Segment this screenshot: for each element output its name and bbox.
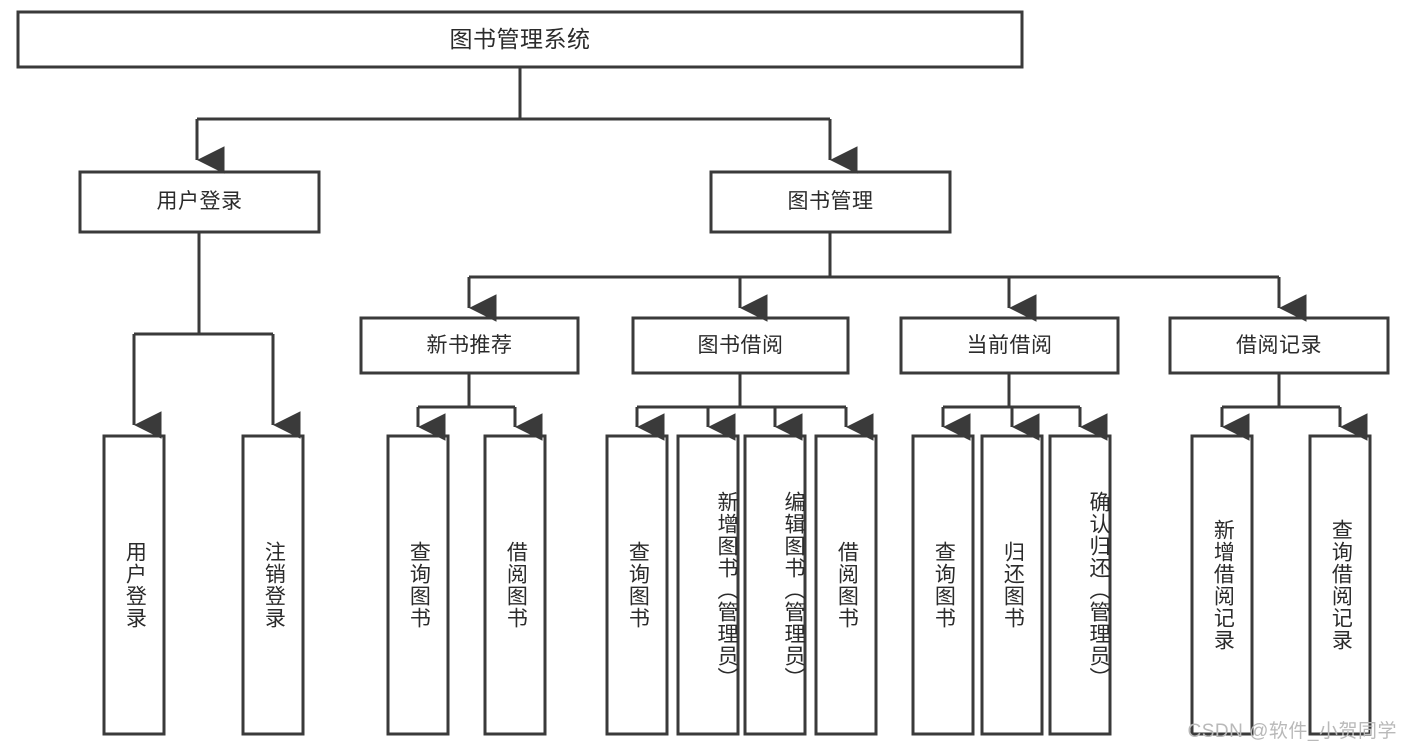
box-leaf-add-book[interactable] — [676, 434, 740, 736]
box-root[interactable] — [16, 10, 1024, 69]
box-leaf-confirm-return[interactable] — [1048, 434, 1112, 736]
box-new-book-recommend[interactable] — [359, 316, 580, 375]
watermark-text: CSDN @软件_小贺同学 — [1187, 721, 1397, 742]
box-current-borrow[interactable] — [899, 316, 1120, 375]
box-leaf-borrow-book-1[interactable] — [483, 434, 547, 736]
box-leaf-edit-book[interactable] — [743, 434, 807, 736]
box-leaf-query-record[interactable] — [1308, 434, 1372, 736]
box-book-borrow[interactable] — [631, 316, 850, 375]
box-leaf-add-record[interactable] — [1190, 434, 1254, 736]
box-user-login[interactable] — [78, 170, 321, 234]
box-leaf-logout[interactable] — [241, 434, 305, 736]
box-borrow-record[interactable] — [1168, 316, 1390, 375]
box-leaf-user-login[interactable] — [102, 434, 166, 736]
box-leaf-query-book-3[interactable] — [911, 434, 975, 736]
box-leaf-query-book-1[interactable] — [386, 434, 450, 736]
box-leaf-return-book[interactable] — [980, 434, 1044, 736]
box-leaf-query-book-2[interactable] — [605, 434, 669, 736]
box-book-management[interactable] — [709, 170, 952, 234]
box-leaf-borrow-book-2[interactable] — [814, 434, 878, 736]
